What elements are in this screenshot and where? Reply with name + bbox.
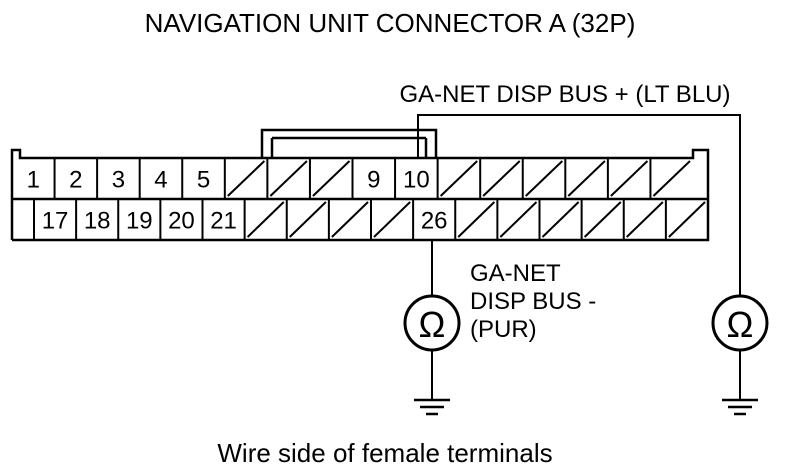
unused-pin-slash xyxy=(499,201,538,238)
ohm-icon: Ω xyxy=(419,304,446,345)
pin-top-cell xyxy=(266,158,308,199)
pin-number: 9 xyxy=(367,167,380,194)
connector-lock-tab xyxy=(260,128,438,158)
wire-minus-label: GA-NET DISP BUS - (PUR) xyxy=(470,260,596,343)
wire-minus-label-line-3: (PUR) xyxy=(470,316,537,343)
pin-number: 21 xyxy=(210,208,237,235)
unused-pin-slash xyxy=(227,160,266,197)
pin-top-cell xyxy=(308,158,351,199)
pin-bottom-cell xyxy=(370,199,411,240)
pin-bottom-cell: 21 xyxy=(201,199,237,240)
unused-pin-slash xyxy=(525,160,564,197)
pin-bottom-cell xyxy=(454,199,496,240)
pin-bottom-cell: 17 xyxy=(33,199,69,240)
unused-pin-slash xyxy=(331,201,369,238)
pin-bottom-cell: 20 xyxy=(159,199,195,240)
pin-bottom-cell: 18 xyxy=(75,199,111,240)
pin-bottom-cell xyxy=(496,199,538,240)
unused-pin-slash xyxy=(289,201,327,238)
ohmmeter-left: Ω xyxy=(403,294,461,352)
wiring xyxy=(417,114,741,400)
unused-pin-slash xyxy=(626,201,664,238)
unused-pin-slash xyxy=(567,160,606,197)
unused-pin-slash xyxy=(269,160,308,197)
pin-top-cell xyxy=(521,158,564,199)
unused-pin-slash xyxy=(668,201,706,238)
pin-bottom-cell xyxy=(664,199,706,240)
unused-pin-slash xyxy=(610,160,649,197)
ohmmeter-left-circle xyxy=(403,294,461,352)
wire-minus-label-line-1: GA-NET xyxy=(470,260,561,287)
pin-number: 3 xyxy=(112,167,125,194)
pin-number: 4 xyxy=(154,167,167,194)
pin-bottom-cell xyxy=(538,199,580,240)
pin-top-cell xyxy=(436,158,478,199)
pin-bottom-cell: 26 xyxy=(412,199,448,240)
unused-pin-slash xyxy=(439,160,478,197)
pin-number: 26 xyxy=(421,208,448,235)
pin-bottom-cell xyxy=(285,199,327,240)
unused-pin-slash xyxy=(482,160,521,197)
pin-number: 5 xyxy=(197,167,210,194)
pin-top-cell: 2 xyxy=(53,158,83,199)
ground-icon xyxy=(722,398,758,416)
pin-top-cell: 10 xyxy=(394,158,430,199)
pin-top-cell: 1 xyxy=(11,158,40,199)
connector-housing-outline xyxy=(10,148,710,242)
pin-top-cell xyxy=(606,158,649,199)
unused-pin-slash xyxy=(541,201,580,238)
pin-bottom-cell xyxy=(327,199,369,240)
connector-body xyxy=(10,128,710,242)
pin-top-cell: 9 xyxy=(351,158,380,199)
pin-number: 1 xyxy=(27,167,40,194)
pin-bottom-cell xyxy=(622,199,664,240)
pin-top-cell xyxy=(479,158,521,199)
ground-icon xyxy=(414,398,450,416)
wire-plus xyxy=(417,114,741,295)
pin-bottom-cell: 19 xyxy=(117,199,153,240)
pin-number: 18 xyxy=(84,208,111,235)
pin-number: 10 xyxy=(403,167,430,194)
unused-pin-slash xyxy=(246,201,285,238)
ohm-icon: Ω xyxy=(727,304,754,345)
pin-top-cell: 5 xyxy=(181,158,210,199)
top-row-pins: 1 2 3 4 5 9 10 xyxy=(11,158,691,199)
pin-top-cell xyxy=(223,158,266,199)
bottom-row-pins: 17 18 19 20 21 26 xyxy=(33,199,706,240)
unused-pin-slash xyxy=(312,160,351,197)
pin-number: 20 xyxy=(168,208,195,235)
unused-pin-slash xyxy=(373,201,411,238)
unused-pin-slash xyxy=(652,160,691,197)
wire-plus-label: GA-NET DISP BUS + (LT BLU) xyxy=(400,81,731,108)
pin-top-cell: 3 xyxy=(96,158,125,199)
unused-pin-slash xyxy=(583,201,622,238)
ohmmeter-right: Ω xyxy=(711,294,769,352)
unused-pin-slash xyxy=(457,201,496,238)
pin-number: 17 xyxy=(42,208,69,235)
pin-number: 19 xyxy=(126,208,153,235)
diagram-footer: Wire side of female terminals xyxy=(217,438,552,468)
pin-top-cell xyxy=(649,158,691,199)
pin-bottom-cell xyxy=(580,199,622,240)
pin-top-cell xyxy=(564,158,606,199)
ohmmeter-right-circle xyxy=(711,294,769,352)
wire-minus-label-line-2: DISP BUS - xyxy=(470,288,596,315)
pin-number: 2 xyxy=(69,167,82,194)
pin-bottom-cell xyxy=(243,199,285,240)
pin-top-cell: 4 xyxy=(138,158,168,199)
diagram-title: NAVIGATION UNIT CONNECTOR A (32P) xyxy=(145,8,636,38)
